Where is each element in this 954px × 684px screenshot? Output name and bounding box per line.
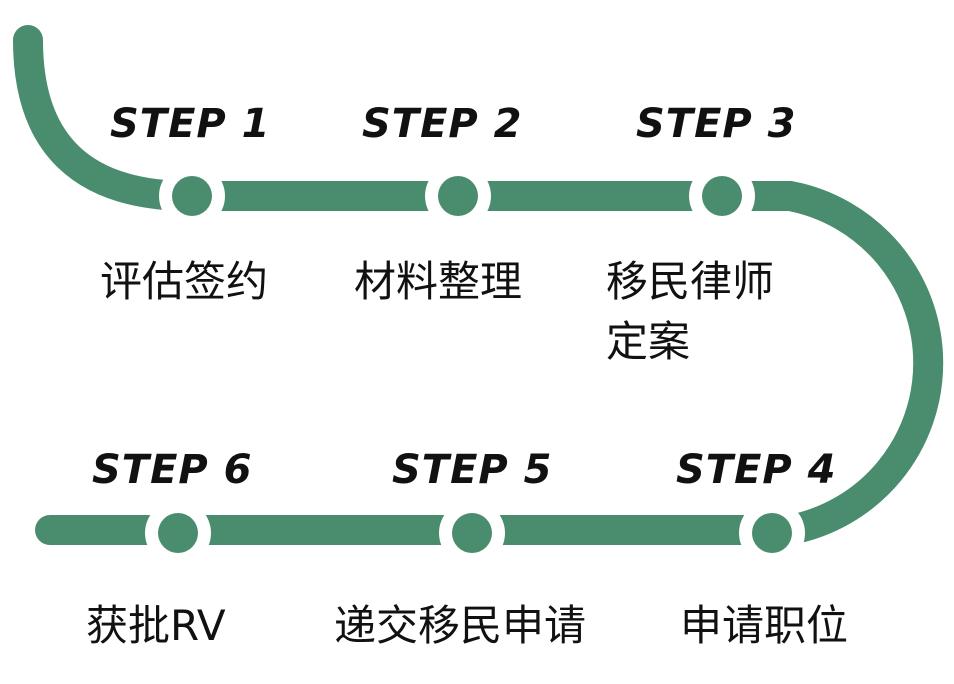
step-1-text: 评估签约 <box>100 257 269 306</box>
step-node-6 <box>145 500 211 566</box>
step-4-text: 申请职位 <box>680 601 849 650</box>
step-2-label: STEP 2 <box>362 101 523 147</box>
step-6-label: STEP 6 <box>92 447 253 493</box>
step-5-label: STEP 5 <box>392 447 553 493</box>
step-node-4 <box>739 500 805 566</box>
step-4-label: STEP 4 <box>676 447 837 493</box>
step-node-5 <box>439 500 505 566</box>
step-3-label: STEP 3 <box>636 101 797 147</box>
step-node-2 <box>425 163 491 229</box>
step-2-text: 材料整理 <box>354 257 523 306</box>
step-5-text: 递交移民申请 <box>334 601 587 650</box>
step-6-text: 获批RV <box>86 601 226 650</box>
step-node-1 <box>159 163 225 229</box>
process-path <box>13 25 944 545</box>
step-1-label: STEP 1 <box>110 101 271 147</box>
step-node-3 <box>689 163 755 229</box>
step-3-text-line-2: 定案 <box>606 317 691 366</box>
step-3-text-line-1: 移民律师 <box>606 257 775 306</box>
